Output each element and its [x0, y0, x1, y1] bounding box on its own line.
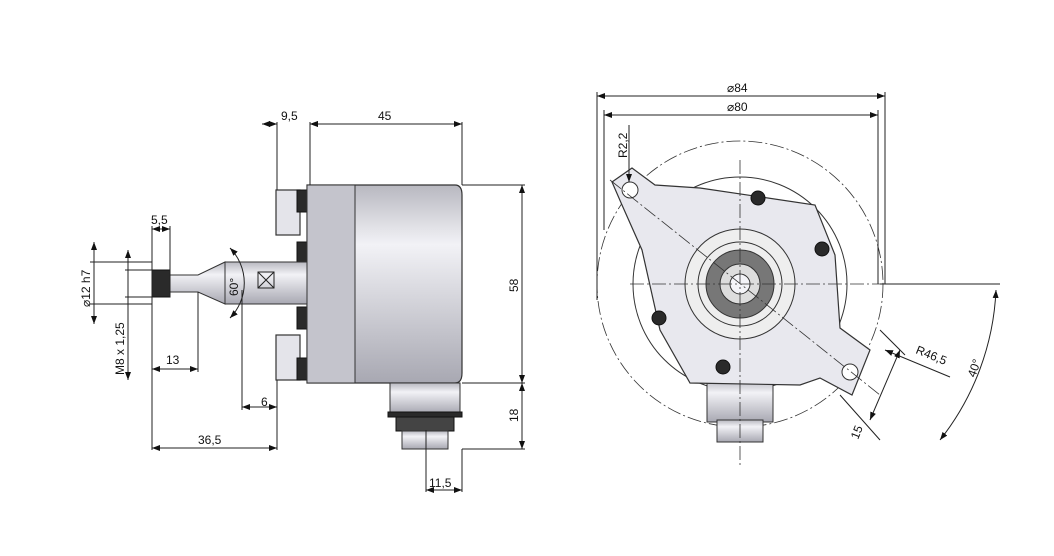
screw-head: [296, 357, 308, 381]
screw-head: [296, 306, 308, 330]
screw-icon: [651, 310, 667, 326]
shaft: [224, 261, 308, 305]
connector-pin: [401, 430, 449, 450]
side-view: 9,5 45 5,5 ⌀12 h7 60° M8 x 1,25 13 58 6 …: [79, 109, 525, 493]
mount-plate-top: [275, 189, 301, 236]
dim-18: 18: [507, 408, 521, 422]
connector-ring: [387, 411, 463, 418]
dim-outer-diameter: ⌀84: [727, 81, 748, 95]
mount-slot: [841, 363, 859, 381]
flange-band: [306, 184, 356, 384]
dim-45: 45: [378, 109, 392, 123]
dim-slot-width: 15: [848, 423, 866, 441]
mount-plate-bottom: [275, 334, 301, 381]
dim-9-5: 9,5: [281, 109, 298, 123]
front-view: ⌀84 ⌀80 R2,2 R46,5 40° 15: [596, 81, 1000, 465]
dim-flange-diameter: ⌀80: [727, 100, 748, 114]
dim-slot-angle: 40°: [965, 357, 984, 379]
thread-tip: [151, 269, 171, 298]
dim-11-5: 11,5: [429, 476, 452, 490]
dim-thread: M8 x 1,25: [113, 322, 127, 375]
dim-5-5: 5,5: [151, 213, 168, 227]
screw-head: [296, 189, 308, 213]
dim-58: 58: [507, 278, 521, 292]
dim-36-5: 36,5: [198, 433, 222, 447]
screw-icon: [814, 241, 830, 257]
dim-cone-angle: 60°: [227, 278, 241, 296]
dim-slot-radius: R2,2: [616, 132, 630, 158]
screw-head: [296, 241, 308, 265]
wrench-flat-cross: [257, 271, 275, 289]
connector: [389, 382, 461, 414]
dim-shaft-diameter: ⌀12 h7: [79, 269, 93, 307]
connector-nut: [395, 416, 455, 432]
dim-13: 13: [166, 353, 180, 367]
screw-icon: [715, 359, 731, 375]
mount-slot: [621, 181, 639, 199]
dim-6: 6: [261, 395, 268, 409]
screw-icon: [750, 190, 766, 206]
wrench-flat-mark: [257, 271, 275, 289]
